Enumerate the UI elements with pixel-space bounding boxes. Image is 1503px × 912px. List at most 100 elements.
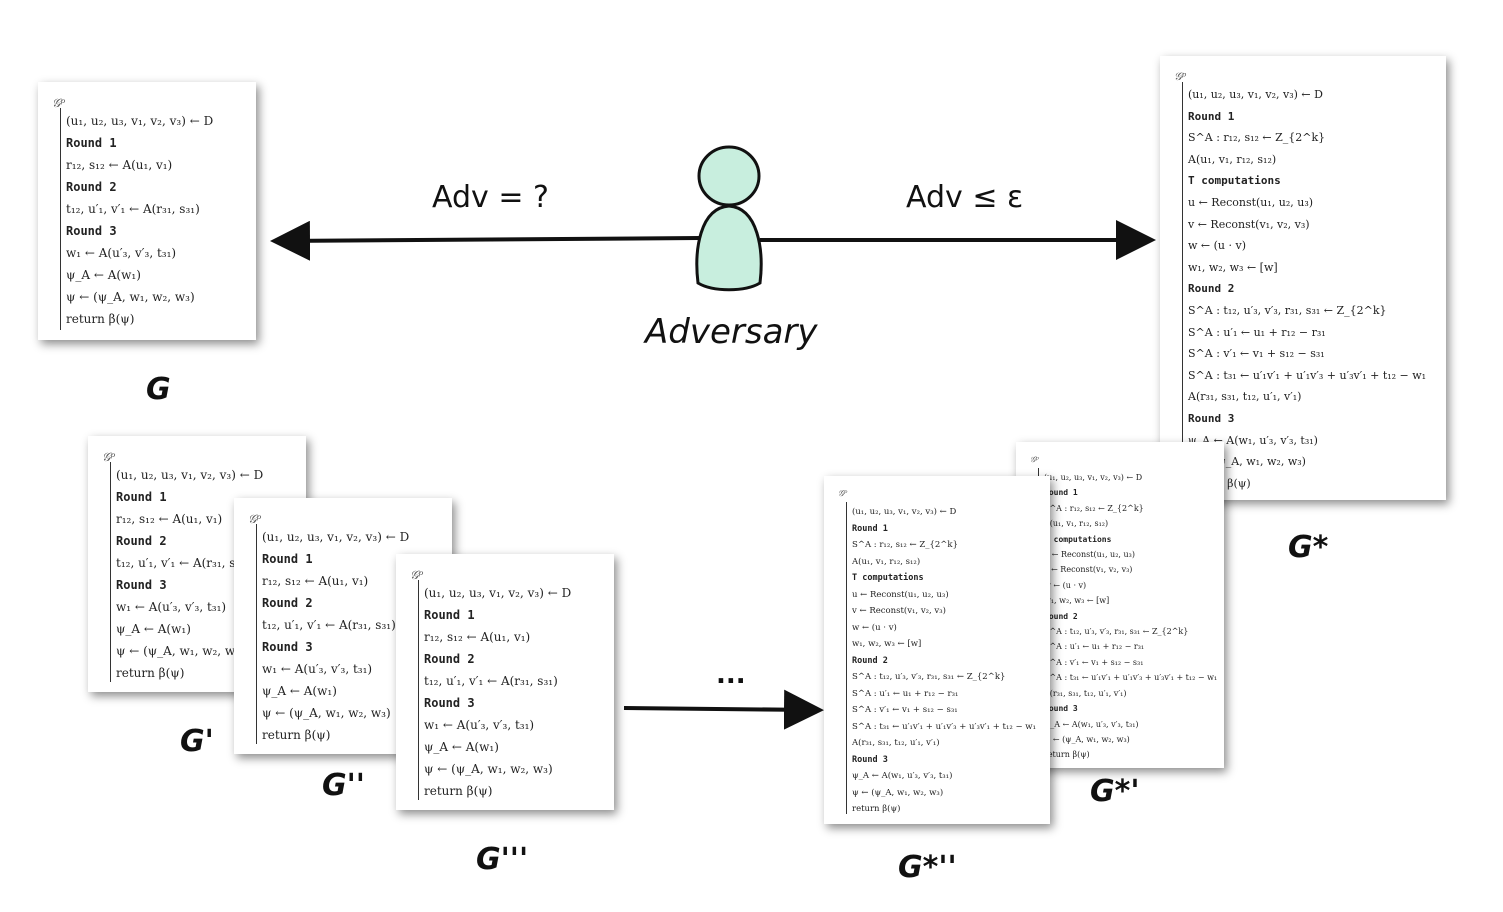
code-line: u ← Reconst(u₁, u₂, u₃) [1188, 195, 1314, 209]
code-line: return β(ψ) [424, 784, 493, 798]
code-line: Round 1 [262, 552, 313, 566]
code-line: w₁ ← A(u′₃, v′₃, t₃₁) [262, 662, 373, 676]
code-line: w₁ ← A(u′₃, v′₃, t₃₁) [66, 246, 177, 260]
game-card-g: 𝒢ᵖ(u₁, u₂, u₃, v₁, v₂, v₃) ← D Round 1 r₁₂… [38, 82, 256, 340]
arrow-to-real-game [270, 220, 701, 261]
code-line: Round 1 [852, 523, 888, 534]
adversary-icon [695, 145, 763, 292]
code-line: ψ ← (ψ_A, w₁, w₂, w₃) [66, 290, 195, 304]
code-line: w ← (u · v) [1188, 239, 1246, 253]
code-line: u ← Reconst(u₁, u₂, u₃) [852, 589, 949, 600]
code-line: t₁₂, u′₁, v′₁ ← A(r₃₁, s₃₁) [116, 556, 250, 570]
code-line: return β(ψ) [1188, 476, 1251, 490]
code-line: S^A : t₃₁ ← u′₁v′₁ + u′₁v′₃ + u′₃v′₁ + t… [1044, 673, 1218, 683]
code-line: Round 3 [116, 578, 167, 592]
game-header: 𝒢ᵖ [52, 96, 66, 110]
code-line: (u₁, u₂, u₃, v₁, v₂, v₃) ← D [424, 586, 572, 600]
code-line: ψ ← (ψ_A, w₁, w₂, w₃) [262, 706, 391, 720]
code-line: w₁ ← A(u′₃, v′₃, t₃₁) [116, 600, 227, 614]
code-line: r₁₂, s₁₂ ← A(u₁, v₁) [262, 574, 369, 588]
code-line: Round 3 [262, 640, 313, 654]
code-line: v ← Reconst(v₁, v₂, v₃) [1188, 217, 1310, 231]
label-gstar1: G*' [1090, 774, 1140, 809]
code-line: r₁₂, s₁₂ ← A(u₁, v₁) [116, 512, 223, 526]
code-line: Round 3 [424, 696, 475, 710]
code-line: ψ_A ← A(w₁, u′₃, v′₃, t₃₁) [852, 771, 953, 781]
code-line: A(r₃₁, s₃₁, t₁₂, u′₁, v′₁) [1044, 688, 1127, 698]
code-line: S^A : v′₁ ← v₁ + s₁₂ − s₃₁ [852, 705, 958, 715]
code-line: Round 2 [852, 655, 888, 666]
label-g3: G''' [476, 842, 529, 877]
code-line: S^A : v′₁ ← v₁ + s₁₂ − s₃₁ [1044, 657, 1144, 667]
code-line: t₁₂, u′₁, v′₁ ← A(r₃₁, s₃₁) [66, 202, 200, 216]
code-line: v ← Reconst(v₁, v₂, v₃) [852, 606, 946, 616]
code-line: (u₁, u₂, u₃, v₁, v₂, v₃) ← D [262, 530, 410, 544]
code-line: Round 2 [262, 596, 313, 610]
code-line: (u₁, u₂, u₃, v₁, v₂, v₃) ← D [66, 114, 214, 128]
code-bracket [1182, 82, 1183, 490]
pseudocode-block: (u₁, u₂, u₃, v₁, v₂, v₃) ← D Round 1 r₁₂, … [262, 526, 448, 746]
code-line: ψ_A ← A(w₁, u′₃, v′₃, t₃₁) [1188, 433, 1318, 447]
code-line: Round 2 [1188, 282, 1235, 296]
code-line: S^A : t₁₂, u′₃, v′₃, r₃₁, s₃₁ ← Z_{2^k} [1044, 627, 1189, 637]
code-bracket [418, 580, 419, 800]
code-line: Round 1 [1044, 488, 1078, 498]
code-line: Round 2 [116, 534, 167, 548]
code-line: t₁₂, u′₁, v′₁ ← A(r₃₁, s₃₁) [262, 618, 396, 632]
code-line: S^A : u′₁ ← u₁ + r₁₂ − r₃₁ [1044, 642, 1145, 652]
code-line: return β(ψ) [852, 804, 901, 814]
code-line: Round 3 [852, 754, 888, 765]
code-line: ψ ← (ψ_A, w₁, w₂, w₃) [1188, 455, 1306, 469]
code-line: S^A : t₃₁ ← u′₁v′₁ + u′₁v′₃ + u′₃v′₁ + t… [1188, 368, 1427, 382]
label-g1: G' [180, 724, 214, 759]
adv-unknown-label: Adv = ? [432, 180, 549, 215]
code-line: S^A : u′₁ ← u₁ + r₁₂ − r₃₁ [852, 688, 959, 699]
code-line: ψ ← (ψ_A, w₁, w₂, w₃) [852, 787, 944, 798]
adversary-label: Adversary [645, 312, 818, 352]
code-line: S^A : v′₁ ← v₁ + s₁₂ − s₃₁ [1188, 347, 1325, 361]
code-bracket [60, 108, 61, 330]
code-line: S^A : u′₁ ← u₁ + r₁₂ − r₃₁ [1188, 325, 1326, 339]
label-g: G [146, 372, 171, 407]
code-line: T computations [1188, 174, 1281, 188]
code-line: w₁, w₂, w₃ ← [w] [1188, 260, 1278, 274]
code-line: Round 1 [1188, 109, 1235, 123]
code-line: t₁₂, u′₁, v′₁ ← A(r₃₁, s₃₁) [424, 674, 558, 688]
label-g2: G'' [322, 768, 365, 803]
code-line: Round 2 [424, 652, 475, 666]
code-line: Round 2 [66, 180, 117, 194]
code-line: return β(ψ) [262, 728, 331, 742]
game-header: 𝒢ᵖ [838, 489, 848, 499]
code-line: (u₁, u₂, u₃, v₁, v₂, v₃) ← D [1188, 88, 1323, 101]
code-bracket [110, 462, 111, 682]
code-line: Round 3 [1188, 411, 1235, 425]
code-line: Round 1 [116, 490, 167, 504]
code-line: v ← Reconst(v₁, v₂, v₃) [1044, 565, 1133, 575]
code-line: return β(ψ) [66, 312, 135, 326]
code-line: ψ_A ← A(w₁) [116, 622, 191, 636]
game-header: 𝒢ᵖ [410, 568, 424, 582]
code-line: A(u₁, v₁, r₁₂, s₁₂) [1188, 152, 1277, 166]
adv-bound-label: Adv ≤ ε [906, 180, 1024, 215]
code-line: ψ ← (ψ_A, w₁, w₂, w₃) [424, 762, 553, 776]
code-line: ψ ← (ψ_A, w₁, w₂, w₃) [116, 644, 245, 658]
code-line: w ← (u · v) [1044, 580, 1087, 590]
code-line: r₁₂, s₁₂ ← A(u₁, v₁) [66, 158, 173, 172]
code-line: S^A : r₁₂, s₁₂ ← Z_{2^k} [1044, 503, 1144, 513]
code-line: Round 2 [1044, 611, 1078, 621]
code-line: ψ_A ← A(w₁, u′₃, v′₃, t₃₁) [1044, 719, 1139, 729]
code-line: w ← (u · v) [852, 622, 897, 633]
code-line: Round 1 [424, 608, 475, 622]
code-line: ψ_A ← A(w₁) [262, 684, 337, 698]
code-line: S^A : t₁₂, u′₃, v′₃, r₃₁, s₃₁ ← Z_{2^k} [852, 672, 1006, 682]
code-line: w₁, w₂, w₃ ← [w] [1044, 596, 1110, 606]
code-line: Round 3 [66, 224, 117, 238]
code-line: Round 1 [66, 136, 117, 150]
code-line: S^A : t₁₂, u′₃, v′₃, r₃₁, s₃₁ ← Z_{2^k} [1188, 303, 1387, 317]
code-line: w₁ ← A(u′₃, v′₃, t₃₁) [424, 718, 535, 732]
game-header: 𝒢ᵖ [248, 512, 262, 526]
